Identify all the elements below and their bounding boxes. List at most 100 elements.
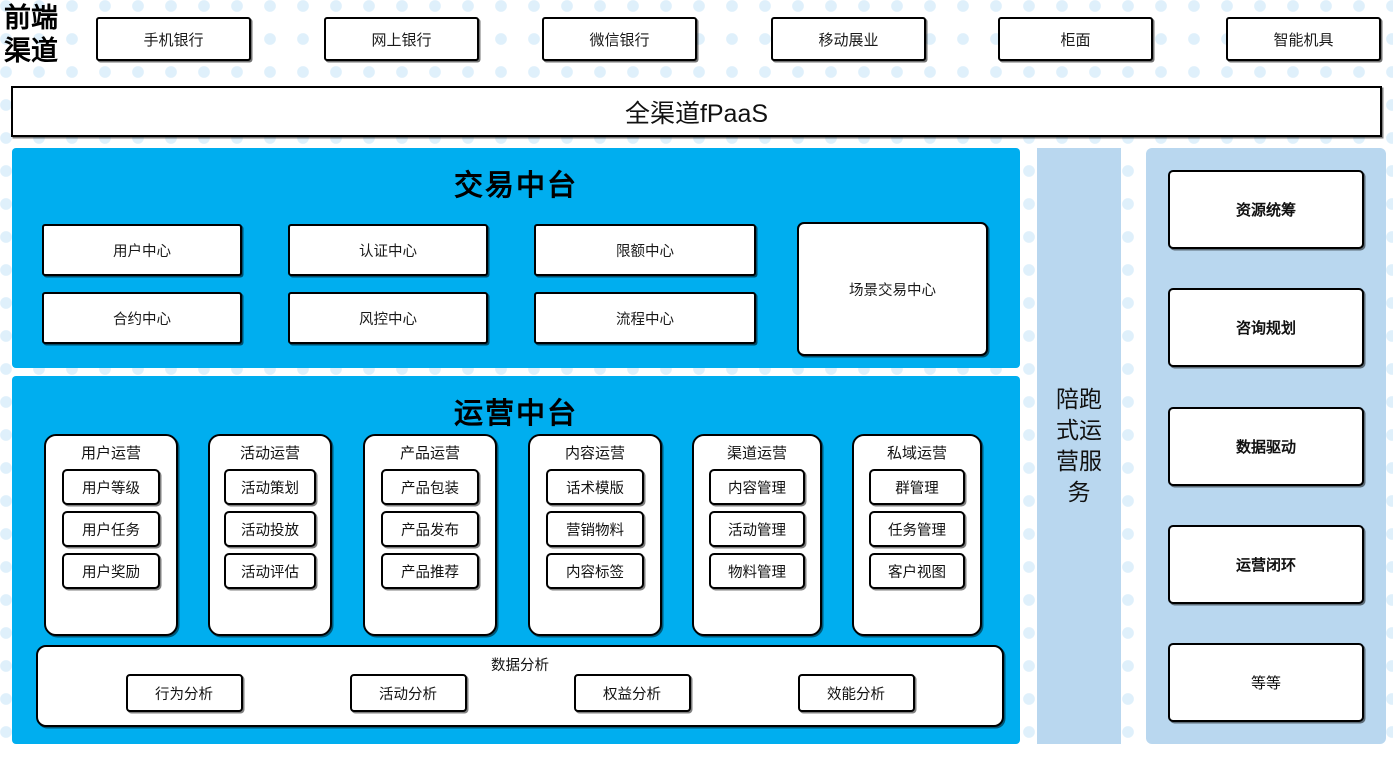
transaction-scene-box-label: 场景交易中心 xyxy=(849,282,936,299)
transaction-scene-box[interactable]: 场景交易中心 xyxy=(797,222,988,356)
channel-box-4[interactable]: 移动展业 xyxy=(771,17,926,61)
transaction-box-label: 合约中心 xyxy=(113,311,171,328)
channel-box-label: 智能机具 xyxy=(1273,31,1334,49)
operation-column-title: 渠道运营 xyxy=(726,445,787,462)
operation-item-label: 营销物料 xyxy=(566,522,624,539)
capability-box-label: 等等 xyxy=(1250,675,1281,692)
transaction-box-6[interactable]: 流程中心 xyxy=(534,292,756,344)
operation-item-group: 活动策划活动投放活动评估 xyxy=(210,467,330,589)
capability-box-label: 咨询规划 xyxy=(1235,320,1296,338)
channel-box-label: 移动展业 xyxy=(818,31,879,49)
operation-item-4-2[interactable]: 营销物料 xyxy=(546,511,644,547)
operation-item-group: 用户等级用户任务用户奖励 xyxy=(46,467,176,589)
operation-item-label: 产品推荐 xyxy=(401,564,459,581)
operation-item-label: 产品包装 xyxy=(401,480,459,497)
operation-item-label: 活动策划 xyxy=(241,480,299,497)
operation-item-4-1[interactable]: 话术模版 xyxy=(546,469,644,505)
capability-box-1[interactable]: 资源统筹 xyxy=(1168,170,1364,249)
data-analysis-item-label: 权益分析 xyxy=(603,686,661,703)
operation-item-6-3[interactable]: 客户视图 xyxy=(869,553,965,589)
operation-item-label: 用户任务 xyxy=(82,522,140,539)
data-analysis-item-label: 活动分析 xyxy=(379,686,437,703)
transaction-box-3[interactable]: 限额中心 xyxy=(534,224,756,276)
channel-box-2[interactable]: 网上银行 xyxy=(324,17,479,61)
front-end-channel-label: 前端渠道 xyxy=(4,3,58,66)
operation-item-group: 产品包装产品发布产品推荐 xyxy=(365,467,495,589)
operation-item-3-1[interactable]: 产品包装 xyxy=(381,469,479,505)
operation-item-3-3[interactable]: 产品推荐 xyxy=(381,553,479,589)
operation-item-6-2[interactable]: 任务管理 xyxy=(869,511,965,547)
channel-box-5[interactable]: 柜面 xyxy=(998,17,1153,61)
operation-item-group: 内容管理活动管理物料管理 xyxy=(694,467,820,589)
transaction-box-2[interactable]: 认证中心 xyxy=(288,224,488,276)
operation-item-label: 内容管理 xyxy=(728,480,786,497)
operation-item-5-2[interactable]: 活动管理 xyxy=(709,511,805,547)
channel-box-label: 手机银行 xyxy=(143,31,204,49)
operation-item-group: 群管理任务管理客户视图 xyxy=(854,467,980,589)
operation-column-title: 产品运营 xyxy=(399,445,460,462)
channel-box-6[interactable]: 智能机具 xyxy=(1226,17,1381,61)
transaction-box-1[interactable]: 用户中心 xyxy=(42,224,242,276)
transaction-box-4[interactable]: 合约中心 xyxy=(42,292,242,344)
operation-platform-title: 运营中台 xyxy=(453,398,578,430)
operation-item-4-3[interactable]: 内容标签 xyxy=(546,553,644,589)
transaction-box-label: 流程中心 xyxy=(616,311,674,328)
operation-column-title: 私域运营 xyxy=(886,445,947,462)
transaction-box-label: 限额中心 xyxy=(616,243,674,260)
operation-item-2-1[interactable]: 活动策划 xyxy=(224,469,316,505)
operation-item-1-2[interactable]: 用户任务 xyxy=(62,511,160,547)
transaction-platform-title: 交易中台 xyxy=(453,170,578,202)
channel-box-label: 柜面 xyxy=(1060,31,1091,49)
transaction-platform-panel: 交易中台 用户中心 认证中心 限额中心合约中心 风控中心 流程中心 场景交易中心 xyxy=(12,148,1020,368)
data-analysis-item-label: 行为分析 xyxy=(155,686,213,703)
data-analysis-item-1[interactable]: 行为分析 xyxy=(125,674,243,712)
operation-column-2: 活动运营活动策划活动投放活动评估 xyxy=(208,434,332,636)
operation-item-label: 用户奖励 xyxy=(82,564,140,581)
data-analysis-item-3[interactable]: 权益分析 xyxy=(573,674,691,712)
operation-column-title: 内容运营 xyxy=(564,445,625,462)
operation-item-3-2[interactable]: 产品发布 xyxy=(381,511,479,547)
data-analysis-box: 数据分析 行为分析活动分析权益分析效能分析 xyxy=(36,645,1004,727)
capability-box-5[interactable]: 等等 xyxy=(1168,643,1364,722)
data-analysis-item-group: 行为分析 活动分析 权益分析 效能分析 xyxy=(38,671,1002,712)
data-analysis-item-2[interactable]: 活动分析 xyxy=(349,674,467,712)
operation-item-5-1[interactable]: 内容管理 xyxy=(709,469,805,505)
transaction-box-5[interactable]: 风控中心 xyxy=(288,292,488,344)
data-analysis-item-4[interactable]: 效能分析 xyxy=(797,674,915,712)
operation-item-5-3[interactable]: 物料管理 xyxy=(709,553,805,589)
capability-box-2[interactable]: 咨询规划 xyxy=(1168,288,1364,368)
operation-item-label: 任务管理 xyxy=(888,522,946,539)
transaction-box-label: 认证中心 xyxy=(359,243,417,260)
transaction-box-label: 风控中心 xyxy=(359,311,417,328)
transaction-box-label: 用户中心 xyxy=(113,243,171,260)
operation-column-4: 内容运营话术模版营销物料内容标签 xyxy=(528,434,662,636)
capability-box-4[interactable]: 运营闭环 xyxy=(1168,524,1364,604)
operation-item-label: 话术模版 xyxy=(566,480,624,497)
fpaas-label: 全渠道fPaaS xyxy=(624,99,769,128)
operation-item-2-2[interactable]: 活动投放 xyxy=(224,511,316,547)
operation-item-label: 群管理 xyxy=(895,480,939,497)
operation-item-1-1[interactable]: 用户等级 xyxy=(62,469,160,505)
operation-item-1-3[interactable]: 用户奖励 xyxy=(62,553,160,589)
channel-box-label: 网上银行 xyxy=(371,31,432,49)
operation-item-group: 话术模版营销物料内容标签 xyxy=(530,467,660,589)
fpaas-bar[interactable]: 全渠道fPaaS xyxy=(11,86,1382,137)
operation-column-title: 用户运营 xyxy=(80,445,141,462)
operation-item-label: 活动管理 xyxy=(728,522,786,539)
capability-box-label: 运营闭环 xyxy=(1235,556,1296,574)
channel-box-1[interactable]: 手机银行 xyxy=(96,17,251,61)
operation-column-5: 渠道运营内容管理活动管理物料管理 xyxy=(692,434,822,636)
operation-column-1: 用户运营用户等级用户任务用户奖励 xyxy=(44,434,178,636)
channel-box-3[interactable]: 微信银行 xyxy=(542,17,697,61)
capability-box-3[interactable]: 数据驱动 xyxy=(1168,406,1364,486)
operation-column-3: 产品运营产品包装产品发布产品推荐 xyxy=(363,434,497,636)
capability-panel: 资源统筹咨询规划数据驱动运营闭环等等 xyxy=(1146,148,1386,744)
capability-box-label: 数据驱动 xyxy=(1235,438,1296,456)
service-column-label: 陪跑式运营服务 xyxy=(1056,386,1102,505)
operation-column-title: 活动运营 xyxy=(239,445,300,462)
operation-item-label: 活动投放 xyxy=(241,522,299,539)
operation-item-2-3[interactable]: 活动评估 xyxy=(224,553,316,589)
capability-box-label: 资源统筹 xyxy=(1235,202,1296,219)
operation-item-6-1[interactable]: 群管理 xyxy=(869,469,965,505)
operation-item-label: 物料管理 xyxy=(728,564,786,581)
